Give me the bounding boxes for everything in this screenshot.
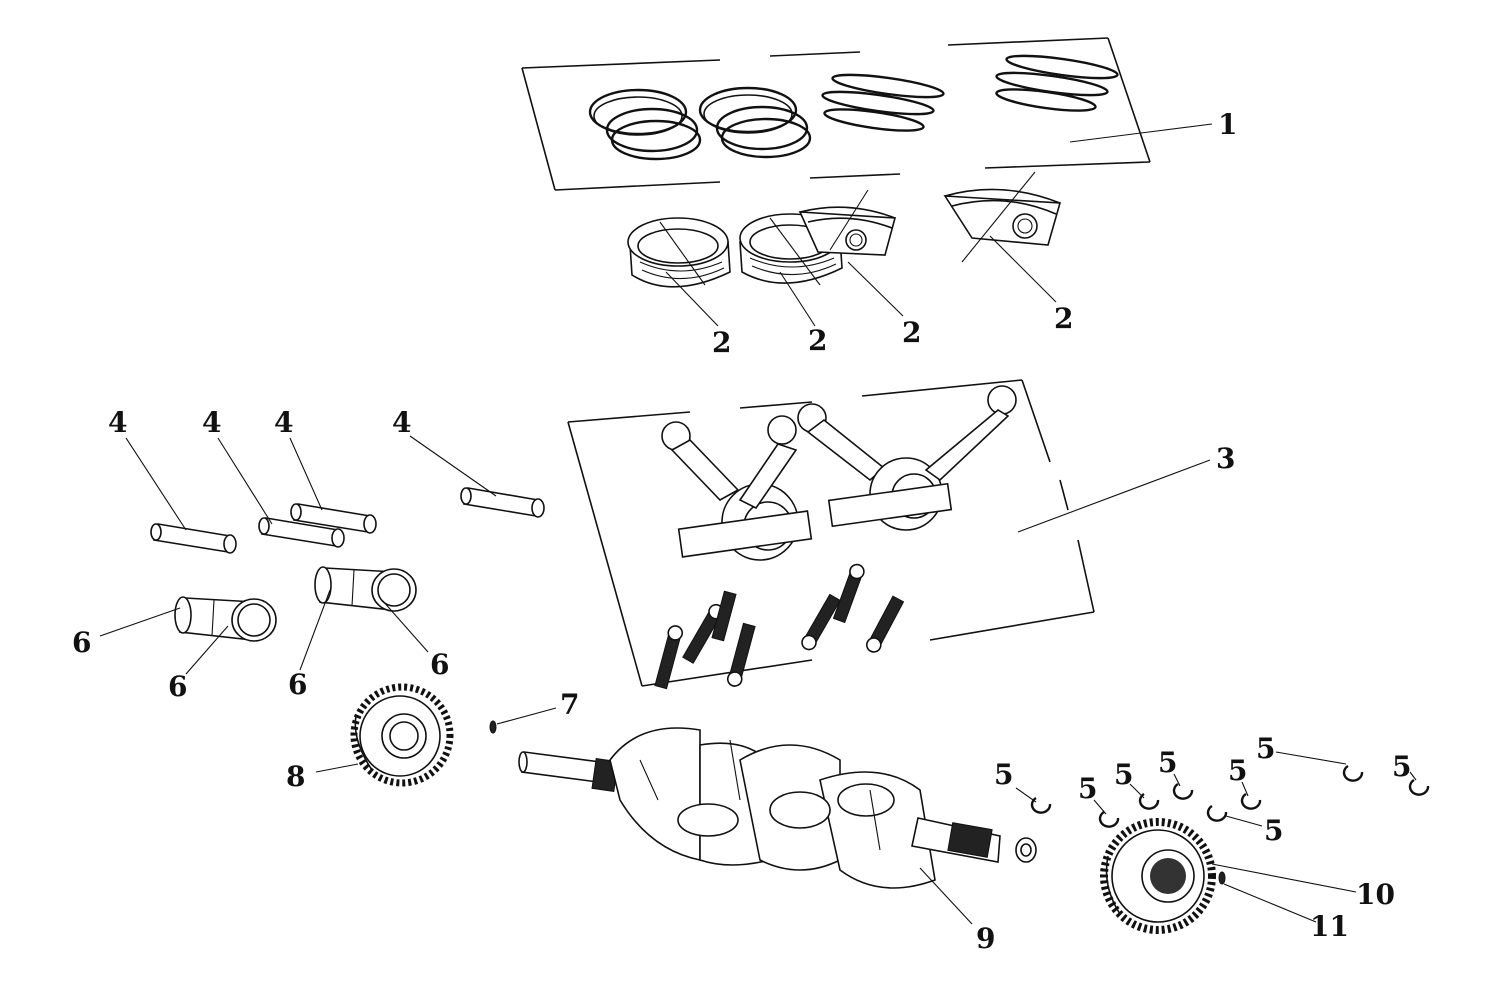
ring-set-b [698,86,812,159]
leader-line-5a [1015,787,1037,803]
leader-line-11 [1223,883,1317,923]
callout-3: 3 [1216,442,1235,475]
ring-set-c [821,73,945,132]
callout-5a: 5 [994,758,1013,791]
crank-gear [315,683,454,787]
con-rod-bolts [654,563,905,690]
callout-2b: 2 [808,324,827,357]
leader-line-3 [1017,459,1211,533]
leader-line-2b [779,271,816,327]
leader-line-6d [381,599,429,653]
circlip-g [1342,764,1364,782]
callout-labels: 1 2 2 2 2 3 4 4 4 4 5 5 5 5 5 5 5 5 6 6 … [72,108,1411,955]
con-rod-c [797,403,953,531]
piston-group [627,171,1062,327]
callout-1: 1 [1218,108,1237,141]
callout-7: 7 [560,688,579,721]
callout-4b: 4 [202,406,221,439]
ring-set-d [995,54,1119,112]
piston-d [943,171,1062,263]
crankshaft [518,727,1037,925]
circlip-group [1015,751,1430,828]
bearing-shell-b [314,566,417,612]
circlip-d [1172,782,1194,800]
callout-5c: 5 [1114,758,1133,791]
connecting-rod-group [567,379,1211,690]
output-gear [1100,818,1357,934]
callout-2c: 2 [902,316,921,349]
circlip-b [1098,810,1120,828]
callout-2d: 2 [1054,302,1073,335]
piston-pin-a [150,523,237,554]
con-rod-d [924,385,1017,482]
callout-6c: 6 [288,668,307,701]
piston-a [627,217,731,288]
ring-set-a [588,88,702,161]
callout-4d: 4 [392,406,411,439]
callout-5d: 5 [1158,746,1177,779]
leader-line-2a [665,271,719,327]
callout-5b: 5 [1078,772,1097,805]
leader-line-1 [1069,123,1213,143]
callout-6b: 6 [168,670,187,703]
callout-6d: 6 [430,648,449,681]
leader-line-4c [289,437,323,511]
leader-line-9 [919,867,973,925]
gear-key [1218,871,1317,923]
leader-line-4b [217,437,273,525]
con-rod-b [738,415,798,510]
callout-2a: 2 [712,326,731,359]
callout-5f: 5 [1256,732,1275,765]
circlip-a [1030,796,1052,814]
circlip-f [1240,792,1262,810]
callout-4a: 4 [108,406,127,439]
bearing-shell-group [99,566,429,675]
piston-pin-group [125,435,545,554]
piston-ring-set-group [521,37,1213,191]
piston-pin-c [290,503,377,534]
callout-5h: 5 [1264,814,1283,847]
circlip-h [1408,778,1430,796]
leader-line-6a [99,607,181,637]
leader-line-6c [299,589,331,671]
callout-10: 10 [1356,878,1395,911]
piston-pin-b [258,517,345,548]
callout-4c: 4 [274,406,293,439]
callout-8: 8 [286,760,305,793]
con-rod-a [661,421,813,561]
callout-5g: 5 [1392,750,1411,783]
leader-line-10 [1211,863,1357,893]
leader-line-2d [989,235,1057,303]
circlip-c [1138,792,1160,810]
leader-line-7 [496,707,557,725]
leader-line-2c [847,261,904,317]
leader-line-4a [125,437,187,531]
leader-line-4d [409,435,497,497]
woodruff-key [489,707,557,734]
callout-5e: 5 [1228,754,1247,787]
leader-line-6b [185,625,229,675]
callout-9: 9 [976,922,995,955]
callout-11: 11 [1310,910,1349,943]
callout-6a: 6 [72,626,91,659]
bearing-shell-a [174,596,277,642]
circlip-e [1206,804,1228,822]
ring-set-frame [521,37,1151,191]
piston-c [798,189,897,256]
piston-pin-d [460,487,545,518]
leader-line-8 [315,763,359,773]
con-rod-frame [567,379,1095,687]
